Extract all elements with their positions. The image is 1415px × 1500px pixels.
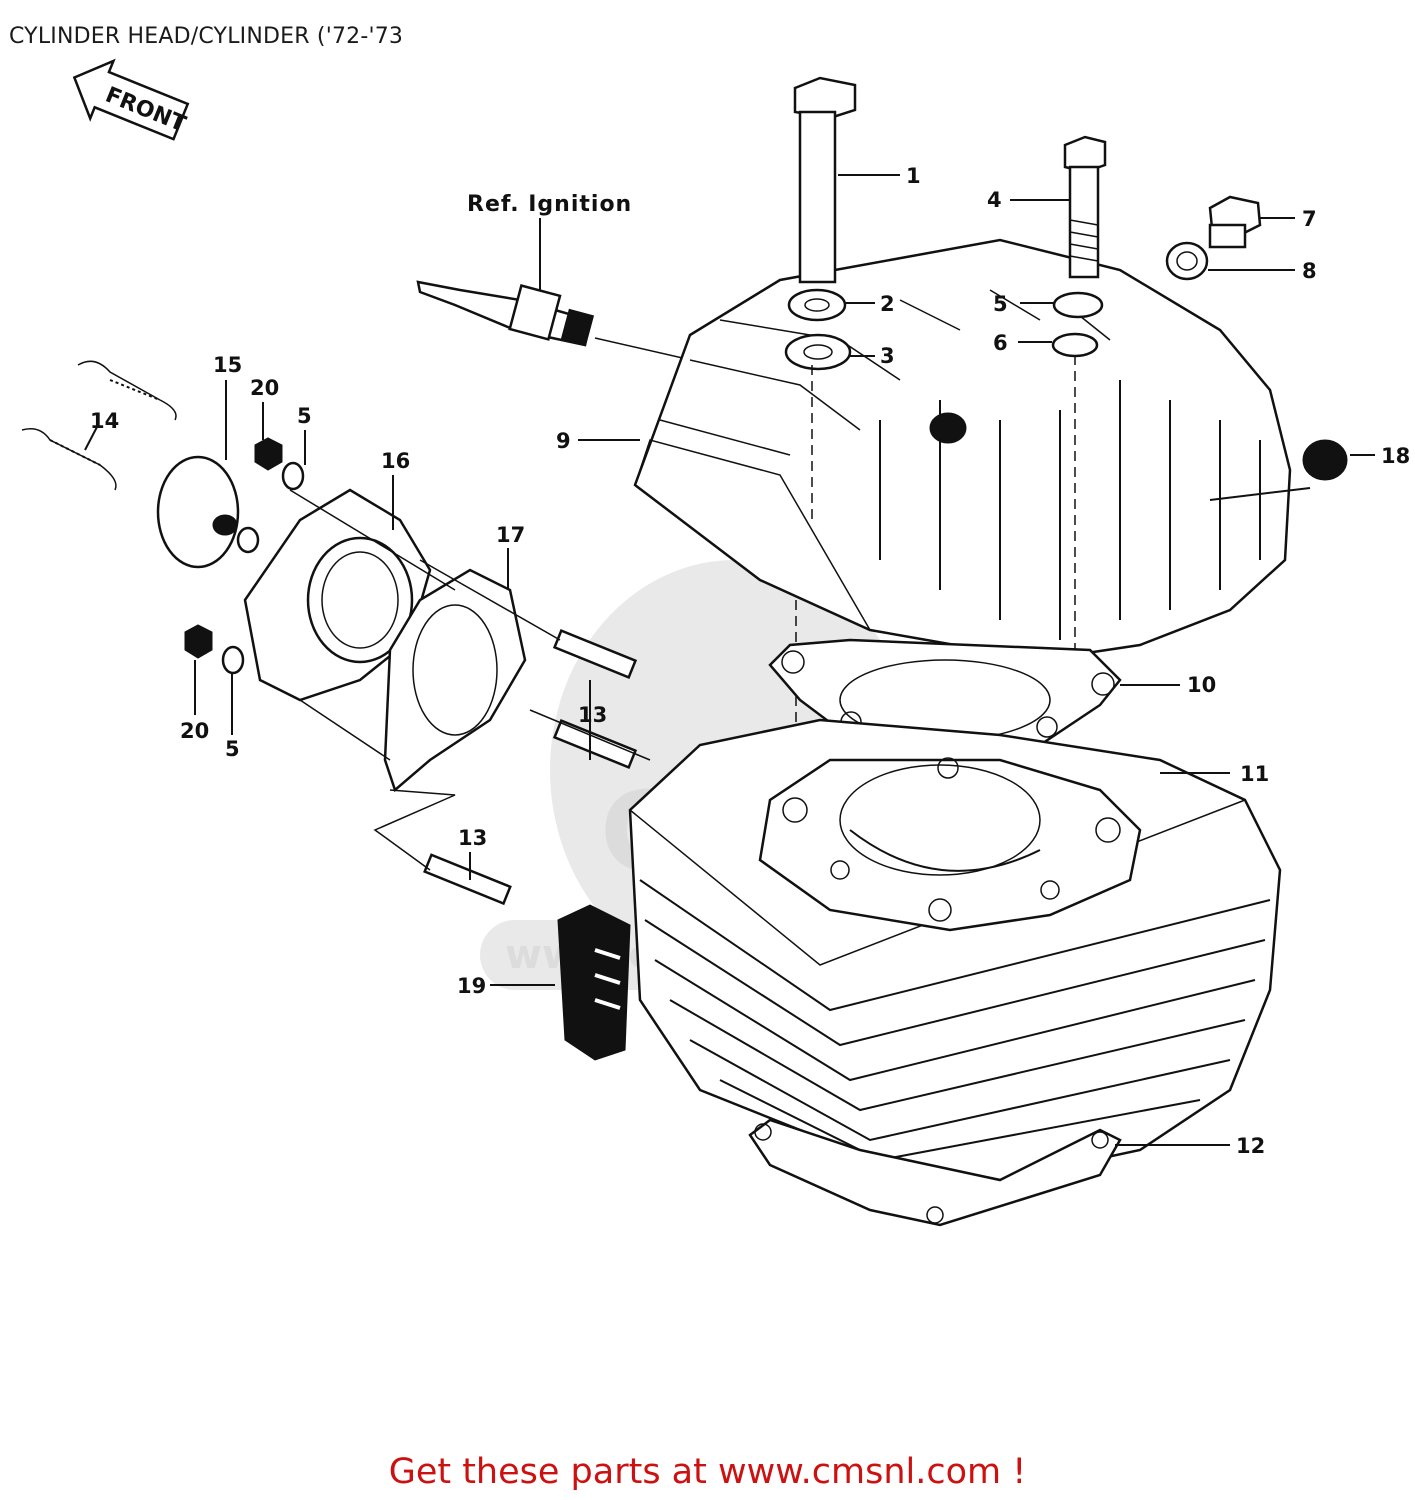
callout-10: 10 — [1187, 673, 1216, 697]
springs — [21, 360, 177, 491]
callout-3: 3 — [880, 344, 895, 368]
callout-8: 8 — [1302, 259, 1317, 283]
washer-2 — [787, 288, 847, 322]
footer-link[interactable]: Get these parts at www.cmsnl.com ! — [388, 1452, 1027, 1492]
rubber-damper — [557, 904, 631, 1061]
cylinder-body — [628, 718, 1282, 1182]
callout-20-lower: 20 — [180, 719, 209, 743]
exhaust-gasket — [383, 568, 527, 793]
callout-13-upper: 13 — [578, 703, 607, 727]
exhaust-ring — [156, 455, 240, 569]
callout-5-head: 5 — [993, 292, 1008, 316]
head-bolt-short — [1063, 135, 1107, 279]
callout-1: 1 — [906, 164, 921, 188]
callout-18: 18 — [1381, 444, 1410, 468]
callout-7: 7 — [1302, 207, 1317, 231]
plug-bolt — [1208, 195, 1262, 249]
callout-6: 6 — [993, 331, 1008, 355]
callout-11: 11 — [1240, 762, 1269, 786]
front-arrow-icon: FRONT — [72, 58, 190, 141]
callout-2: 2 — [880, 292, 895, 316]
stud-lower — [423, 853, 512, 906]
callout-12: 12 — [1236, 1134, 1265, 1158]
spark-plug — [416, 280, 595, 347]
washer-6 — [1051, 332, 1099, 358]
washer-5-lower — [221, 645, 245, 675]
callout-13-lower: 13 — [458, 826, 487, 850]
ref-ignition-note: Ref. Ignition — [467, 192, 632, 217]
stud-middle — [552, 719, 638, 769]
washer-8 — [1165, 241, 1209, 281]
washer-5-upper — [281, 461, 305, 491]
washer-5-head — [1052, 291, 1104, 319]
washer-3 — [784, 333, 852, 371]
diagram-title: CYLINDER HEAD/CYLINDER ('72-'73 — [9, 24, 404, 49]
cap-nut — [1302, 439, 1348, 481]
callout-19: 19 — [457, 974, 486, 998]
callout-4: 4 — [987, 188, 1002, 212]
callout-5-lower: 5 — [225, 737, 240, 761]
callout-14: 14 — [90, 409, 119, 433]
callout-5-upper: 5 — [297, 404, 312, 428]
callout-16: 16 — [381, 449, 410, 473]
callout-20-upper: 20 — [250, 376, 279, 400]
callout-9: 9 — [556, 429, 571, 453]
callout-15: 15 — [213, 353, 242, 377]
head-bolt-long — [793, 76, 857, 284]
nut-20-upper — [254, 437, 283, 471]
callout-17: 17 — [496, 523, 525, 547]
base-gasket — [748, 1118, 1122, 1227]
nut-20-lower — [184, 624, 213, 659]
